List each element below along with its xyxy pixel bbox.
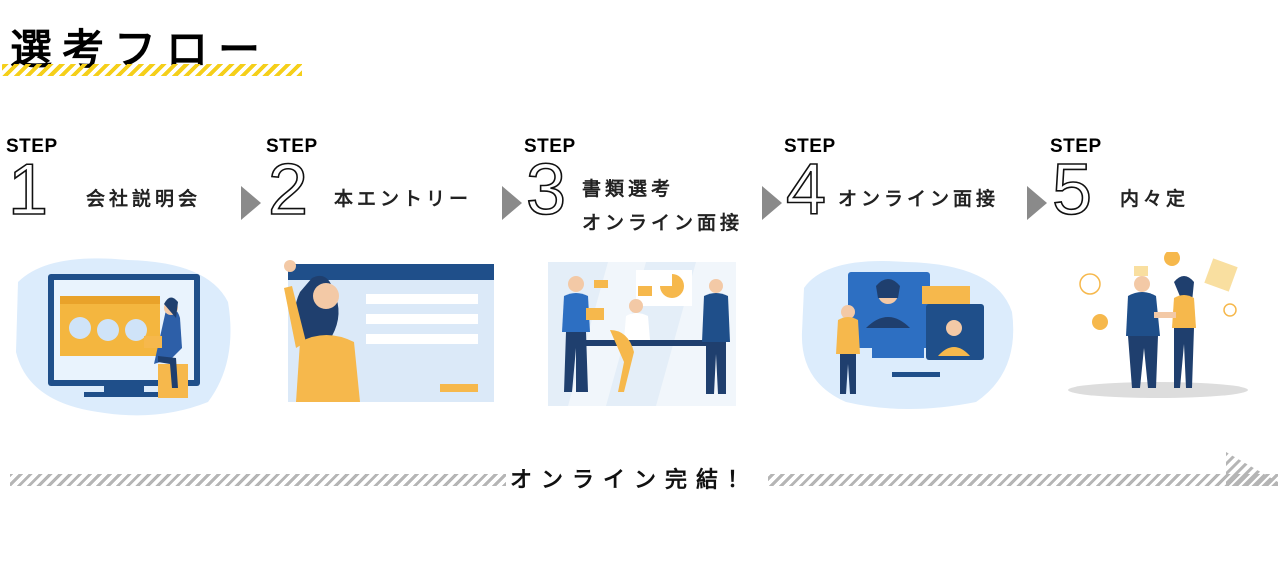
step-title: オンライン面接 (838, 188, 1000, 210)
arrow-right-icon (1027, 186, 1047, 220)
step-number: 3 (525, 150, 567, 230)
step-title-line-2: オンライン面接 (582, 212, 744, 234)
step-number: 2 (267, 150, 309, 230)
step-title: 本エントリー (334, 188, 473, 210)
step-label: STEP (266, 136, 318, 157)
step-label: STEP (6, 136, 58, 157)
step-title: 内々定 (1120, 188, 1190, 210)
title-underline (2, 64, 302, 76)
step-label: STEP (784, 136, 836, 157)
monitor-with-person-illustration (16, 258, 231, 416)
step-title-line-1: 書類選考 (582, 178, 675, 200)
bottom-divider-left (10, 474, 506, 486)
step-number: 1 (7, 150, 49, 230)
arrow-right-icon (502, 186, 522, 220)
step-number: 5 (1051, 150, 1093, 230)
step-title: 会社説明会 (86, 188, 202, 210)
step-number: 4 (785, 150, 827, 230)
online-complete-label: オンライン完結！ (510, 468, 759, 493)
step-label: STEP (1050, 136, 1102, 157)
step-label: STEP (524, 136, 576, 157)
arrow-right-icon (241, 186, 261, 220)
video-call-illustration (801, 261, 1014, 409)
team-meeting-illustration (548, 262, 736, 406)
divider-end-decoration (1226, 452, 1278, 486)
handshake-illustration (1068, 252, 1248, 398)
person-waving-at-form-illustration (284, 260, 494, 402)
bottom-divider-right (768, 474, 1278, 486)
arrow-right-icon (762, 186, 782, 220)
